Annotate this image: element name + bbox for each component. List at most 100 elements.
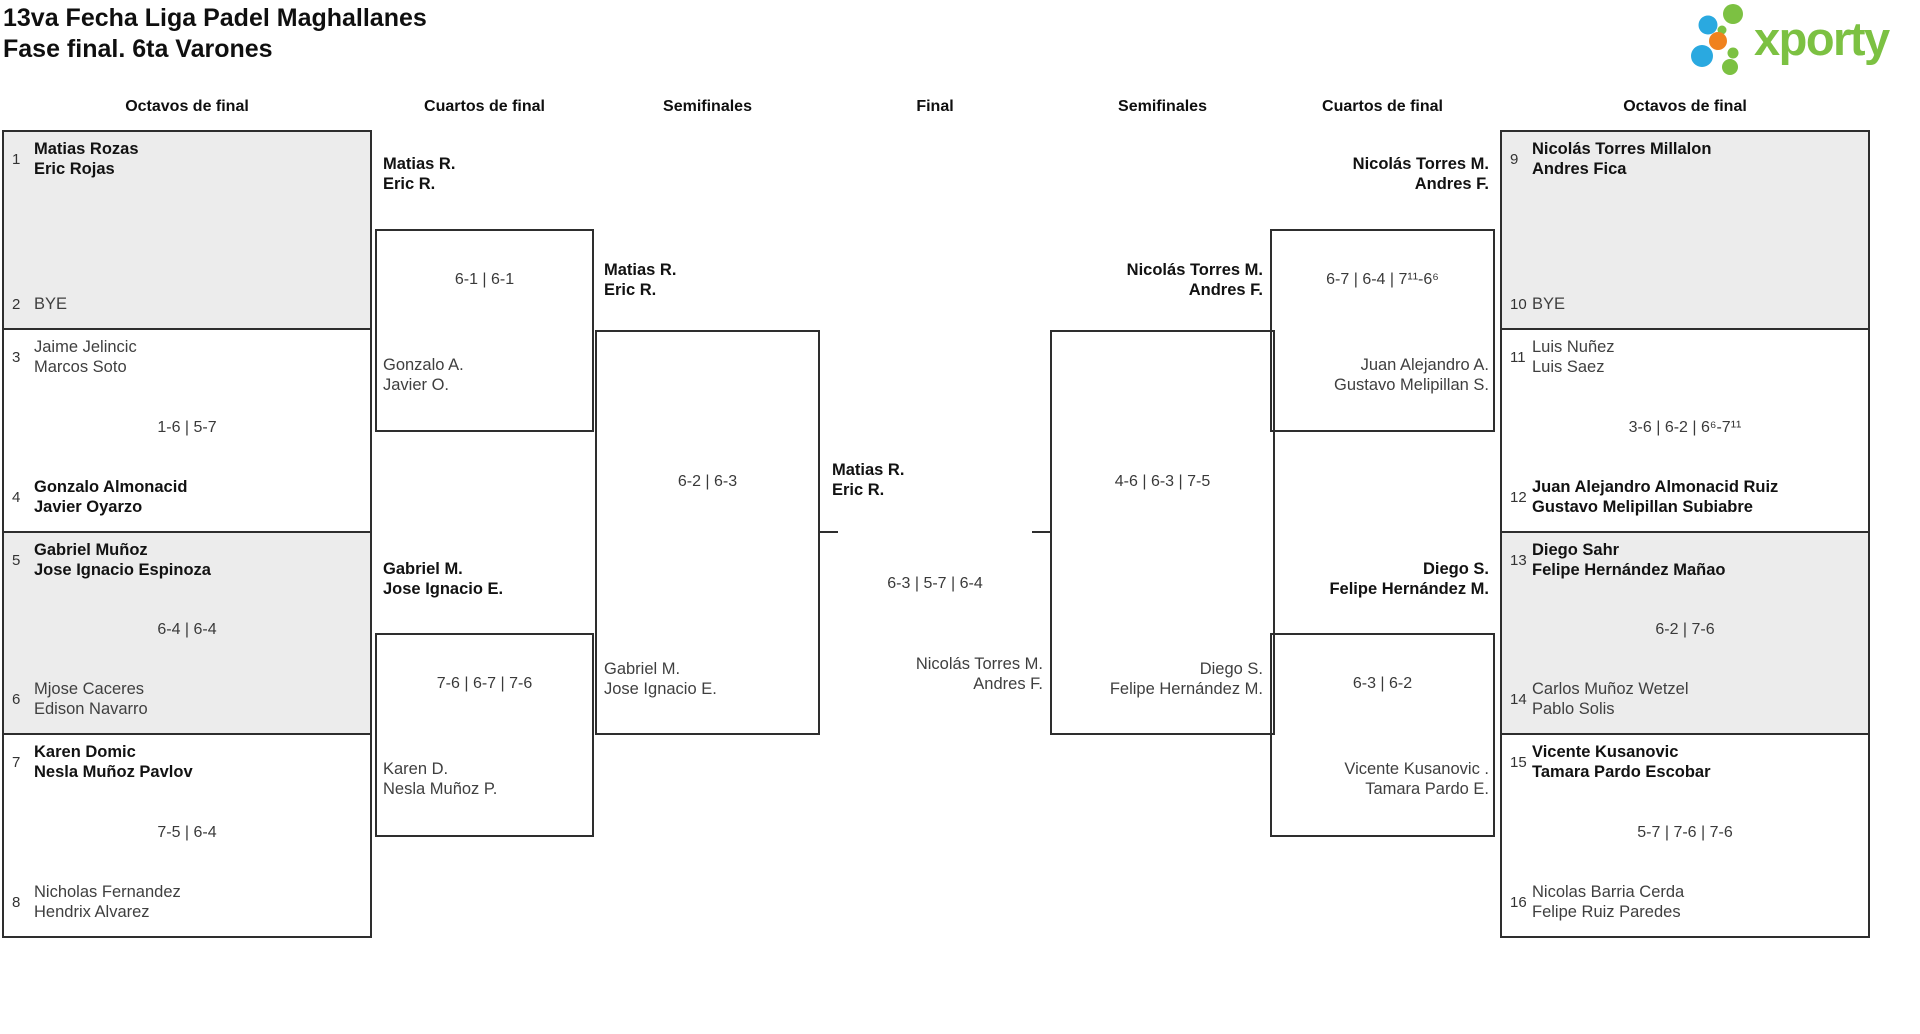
- player-line: Mjose Caceres: [34, 680, 145, 698]
- team-row: 5 Gabriel Muñoz Jose Ignacio Espinoza: [12, 541, 362, 580]
- final-winner: Matias R. Eric R.: [832, 461, 904, 500]
- player-line: Andres F.: [1414, 174, 1489, 193]
- player-line: Matias R.: [832, 461, 905, 479]
- qf-right-bottom-score: 6-3 | 6-2: [1352, 675, 1413, 692]
- team-row: 7 Karen Domic Nesla Muñoz Pavlov: [12, 743, 362, 782]
- sf-left-winner: Matias R. Eric R.: [604, 261, 676, 300]
- seed: 2: [12, 295, 21, 313]
- player-line: Tamara Pardo E.: [1365, 779, 1489, 798]
- player-line: Nicolas Barria Cerda: [1532, 883, 1685, 901]
- player-line: Gonzalo Almonacid: [34, 478, 188, 496]
- player-line: Diego Sahr: [1532, 541, 1620, 559]
- player-line: Nicholas Fernandez: [34, 883, 181, 901]
- seed: 16: [1510, 894, 1527, 911]
- team-row: 9 Nicolás Torres Millalon Andres Fica: [1510, 140, 1860, 179]
- sf-right-winner: Nicolás Torres M. Andres F.: [1127, 261, 1263, 300]
- match-r16-left-1: 1 Matias Rozas Eric Rojas 2 BYE: [2, 130, 372, 330]
- player-line: Jose Ignacio E.: [383, 579, 504, 598]
- player-line: Felipe Hernández M.: [1109, 679, 1263, 698]
- qf-left-bottom-loser: Karen D. Nesla Muñoz P.: [383, 760, 497, 799]
- seed: 1: [12, 151, 21, 168]
- qf-right-top-winner: Nicolás Torres M. Andres F.: [1353, 155, 1489, 194]
- player-line: Jose Ignacio Espinoza: [34, 560, 211, 579]
- match-r16-left-4: 7 Karen Domic Nesla Muñoz Pavlov 7-5 | 6…: [2, 733, 372, 938]
- qf-left-top-box: [375, 229, 594, 432]
- player-line: Eric R.: [832, 480, 885, 499]
- team-row: 10 BYE: [1510, 295, 1860, 315]
- player-line: Gonzalo A.: [383, 356, 464, 374]
- team-names: Luis Nuñez Luis Saez: [1532, 338, 1615, 377]
- player-line: Marcos Soto: [34, 357, 127, 376]
- seed: 11: [1510, 349, 1526, 366]
- team-row: 14 Carlos Muñoz Wetzel Pablo Solis: [1510, 680, 1860, 719]
- seed: 4: [12, 489, 21, 506]
- player-line: Diego S.: [1422, 560, 1489, 578]
- player-line: Jose Ignacio E.: [604, 679, 717, 698]
- player-line: Diego S.: [1199, 660, 1263, 678]
- round-header-r16-right: Octavos de final: [1623, 98, 1747, 115]
- player-line: Gabriel M.: [604, 660, 681, 678]
- match-score: 3-6 | 6-2 | 6⁶-7¹¹: [1628, 418, 1742, 436]
- player-line: Matias Rozas: [34, 140, 139, 158]
- team-row: 15 Vicente Kusanovic Tamara Pardo Escoba…: [1510, 743, 1860, 782]
- player-line: Andres Fica: [1532, 159, 1627, 178]
- player-line: Matias R.: [383, 155, 456, 173]
- team-names: Carlos Muñoz Wetzel Pablo Solis: [1532, 680, 1689, 719]
- page-title: 13va Fecha Liga Padel Maghallanes Fase f…: [3, 3, 427, 65]
- seed: 5: [12, 552, 21, 569]
- player-line: Luis Saez: [1532, 357, 1605, 376]
- player-line: Nicolás Torres M.: [1352, 155, 1489, 173]
- player-line: Eric R.: [604, 280, 657, 299]
- qf-left-bottom-winner: Gabriel M. Jose Ignacio E.: [383, 560, 503, 599]
- match-score: 1-6 | 5-7: [157, 418, 217, 436]
- player-line: Juan Alejandro A.: [1360, 356, 1489, 374]
- sf-left-score: 6-2 | 6-3: [677, 473, 738, 490]
- final-score: 6-3 | 5-7 | 6-4: [887, 575, 983, 592]
- team-row: 13 Diego Sahr Felipe Hernández Mañao: [1510, 541, 1860, 580]
- round-header-sf-left: Semifinales: [663, 98, 752, 115]
- team-row: 3 Jaime Jelincic Marcos Soto: [12, 338, 362, 377]
- round-header-sf-right: Semifinales: [1118, 98, 1207, 115]
- match-r16-left-2: 3 Jaime Jelincic Marcos Soto 1-6 | 5-7 4…: [2, 328, 372, 533]
- match-r16-right-4: 15 Vicente Kusanovic Tamara Pardo Escoba…: [1500, 733, 1870, 938]
- round-header-qf-left: Cuartos de final: [424, 98, 545, 115]
- player-line: Andres F.: [1188, 280, 1263, 299]
- player-line: BYE: [34, 294, 68, 313]
- team-names: Gabriel Muñoz Jose Ignacio Espinoza: [34, 541, 211, 580]
- player-line: Nesla Muñoz Pavlov: [34, 762, 193, 781]
- match-r16-right-3: 13 Diego Sahr Felipe Hernández Mañao 6-2…: [1500, 531, 1870, 735]
- player-line: Nicolás Torres M.: [1126, 261, 1263, 279]
- qf-right-top-loser: Juan Alejandro A. Gustavo Melipillan S.: [1334, 356, 1489, 395]
- team-names: Nicolás Torres Millalon Andres Fica: [1532, 140, 1711, 179]
- team-row: 1 Matias Rozas Eric Rojas: [12, 140, 362, 179]
- team-names: Diego Sahr Felipe Hernández Mañao: [1532, 541, 1725, 580]
- sf-left-loser: Gabriel M. Jose Ignacio E.: [604, 660, 717, 699]
- player-line: Gabriel M.: [383, 560, 463, 578]
- player-line: BYE: [1532, 294, 1566, 313]
- logo-wordmark: xporty: [1754, 12, 1890, 65]
- team-names: Juan Alejandro Almonacid Ruiz Gustavo Me…: [1532, 478, 1778, 517]
- player-line: Gustavo Melipillan Subiabre: [1532, 497, 1753, 516]
- qf-right-top-box: [1270, 229, 1495, 432]
- title-line-2: Fase final. 6ta Varones: [3, 35, 273, 63]
- player-line: Carlos Muñoz Wetzel: [1532, 680, 1689, 698]
- qf-right-bottom-loser: Vicente Kusanovic . Tamara Pardo E.: [1344, 760, 1489, 799]
- xporty-logo[interactable]: xporty: [1690, 2, 1890, 76]
- team-names: Matias Rozas Eric Rojas: [34, 140, 139, 179]
- team-row: 8 Nicholas Fernandez Hendrix Alvarez: [12, 883, 362, 922]
- final-runner-up: Nicolás Torres M. Andres F.: [916, 655, 1043, 694]
- player-line: Pablo Solis: [1532, 699, 1615, 718]
- qf-left-top-loser: Gonzalo A. Javier O.: [383, 356, 464, 395]
- player-line: Gabriel Muñoz: [34, 541, 148, 559]
- seed: 12: [1510, 489, 1527, 506]
- player-line: Gustavo Melipillan S.: [1334, 375, 1489, 394]
- player-line: Vicente Kusanovic: [1532, 743, 1679, 761]
- player-line: Matias R.: [604, 261, 677, 279]
- player-line: Nicolás Torres M.: [915, 655, 1043, 673]
- player-line: Nicolás Torres Millalon: [1532, 140, 1712, 158]
- player-line: Edison Navarro: [34, 699, 148, 718]
- qf-left-top-score: 6-1 | 6-1: [454, 271, 515, 288]
- sf-right-score: 4-6 | 6-3 | 7-5: [1114, 473, 1211, 490]
- player-line: Javier O.: [383, 375, 450, 394]
- player-line: Javier Oyarzo: [34, 497, 143, 516]
